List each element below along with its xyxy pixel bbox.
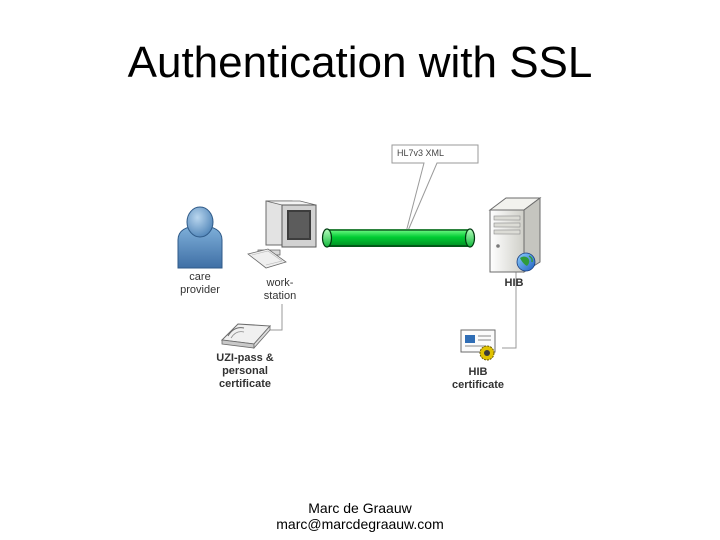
care-provider-label: care provider xyxy=(180,271,220,296)
globe-icon xyxy=(516,252,536,272)
slide-title: Authentication with SSL xyxy=(127,38,593,87)
workstation-label: work- station xyxy=(263,277,297,302)
callout-label: HL7v3 XML xyxy=(397,148,445,158)
card-reader-icon xyxy=(220,323,272,350)
computer-icon xyxy=(247,200,317,269)
hib-certificate-label: HIB certificate xyxy=(452,366,504,391)
certificate-seal-icon xyxy=(479,345,495,361)
connector-lines xyxy=(268,268,517,349)
footer-author: Marc de Graauw xyxy=(308,500,412,516)
callout-box xyxy=(391,144,479,241)
uzi-pass-label: UZI-pass & personal certificate xyxy=(216,352,274,390)
footer-email: marc@marcdegraauw.com xyxy=(276,516,444,532)
person-icon xyxy=(177,206,223,269)
ssl-tunnel xyxy=(321,228,476,248)
hib-server-label: HIB xyxy=(504,277,524,289)
